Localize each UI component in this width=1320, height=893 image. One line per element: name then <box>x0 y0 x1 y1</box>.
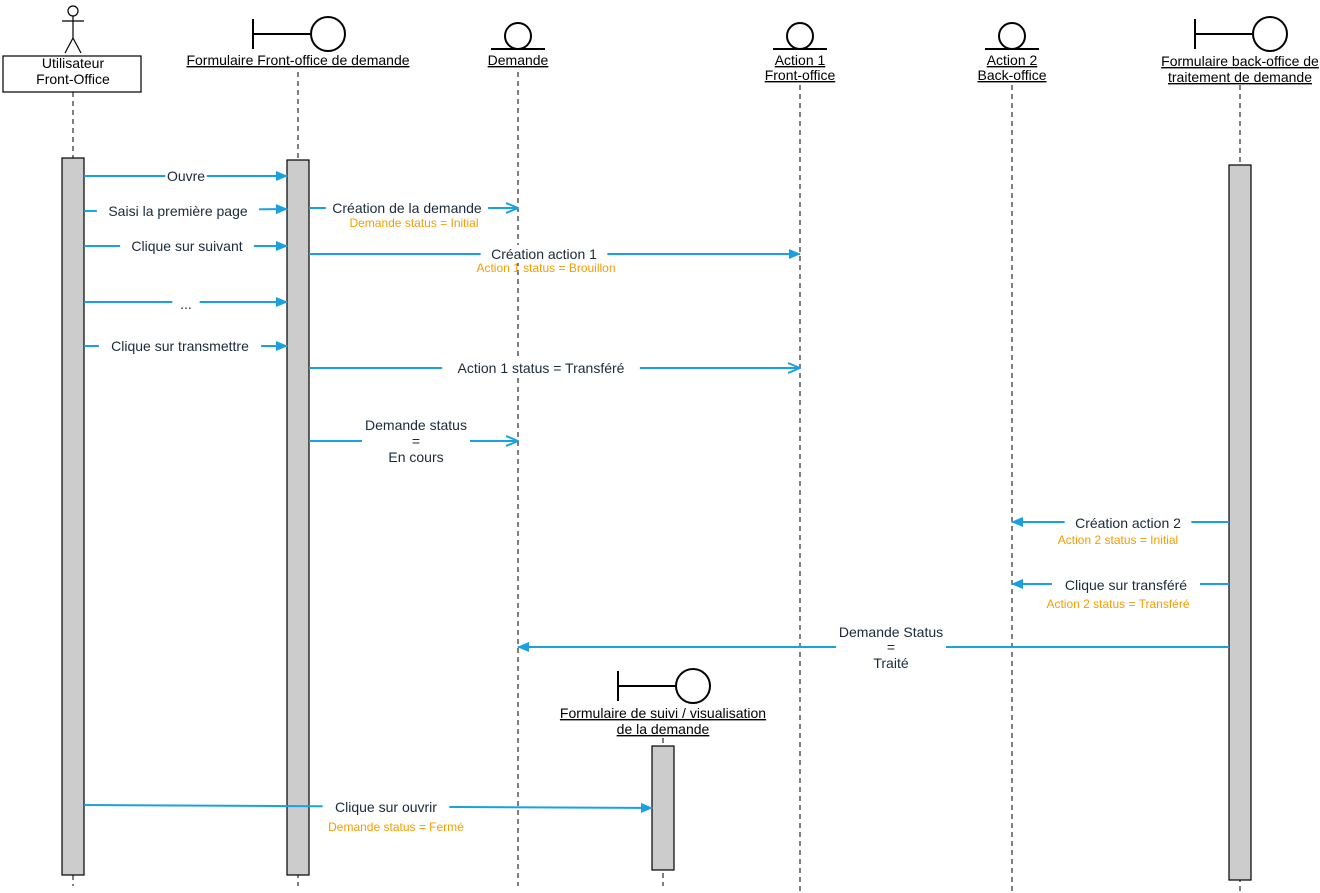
participant-form_front: Formulaire Front-office de demande <box>186 16 410 68</box>
participant-name: Formulaire Front-office de demande <box>186 52 409 68</box>
message-label: Création action 1 <box>491 246 597 262</box>
participant-name: Front-Office <box>36 71 110 87</box>
message-label: = <box>412 433 420 449</box>
message-status-note: Demande status = Fermé <box>328 820 464 834</box>
message-label: Création de la demande <box>332 200 482 216</box>
message-label-background <box>120 237 254 255</box>
message-m-transmettre: Clique sur transmettre <box>84 337 288 355</box>
message-m-demande-traite: Demande Status=Traité <box>517 624 1229 671</box>
entity-circle <box>998 22 1026 50</box>
message-m-ellipsis: ... <box>84 293 288 312</box>
boundary-circle <box>675 668 711 704</box>
message-label-background <box>165 167 207 185</box>
boundary-icon <box>252 16 346 52</box>
participant-name: Formulaire back-office de <box>1161 53 1319 69</box>
message-label-background <box>1064 513 1192 531</box>
message-label: Action 1 status = Transféré <box>458 360 625 376</box>
message-m-action1-transfere: Action 1 status = Transféré <box>309 359 800 377</box>
activation-bar-user <box>61 157 85 876</box>
message-label-background <box>480 245 608 263</box>
message-status-note: Action 2 status = Transféré <box>1046 597 1189 611</box>
message-label: Demande status <box>365 417 467 433</box>
message-label: Clique sur suivant <box>131 238 242 254</box>
participant-name: Action 1 <box>775 52 826 68</box>
actor-name-box <box>2 55 142 93</box>
message-label-background <box>362 436 470 446</box>
message-m-ouvre: Ouvre <box>84 167 288 185</box>
entity-icon <box>773 22 827 50</box>
entity-circle <box>504 22 532 50</box>
actor-leg-right <box>72 37 82 54</box>
actor-icon <box>62 5 84 54</box>
message-label: En cours <box>388 449 443 465</box>
message-m-creation-action2: Création action 2 Action 2 status = Initi… <box>1011 513 1229 547</box>
message-label-background <box>98 337 262 355</box>
boundary-icon <box>617 668 711 704</box>
participant-name: Formulaire de suivi / visualisation <box>560 705 766 721</box>
message-label-background <box>836 642 946 652</box>
activations-layer <box>61 157 1252 881</box>
message-label: ... <box>180 296 192 312</box>
participant-name: Demande <box>488 52 549 68</box>
boundary-circle <box>310 16 346 52</box>
message-label: Clique sur transféré <box>1065 577 1187 593</box>
boundary-circle <box>1252 16 1288 52</box>
message-label-background <box>442 359 640 377</box>
actor-head <box>67 5 79 17</box>
message-label: Clique sur ouvrir <box>335 799 437 815</box>
message-label-background <box>1052 575 1200 593</box>
entity-icon <box>491 22 545 50</box>
message-label-background <box>325 199 489 217</box>
message-status-note: Action 1 status = Brouillon <box>476 261 615 275</box>
message-m-demande-encours: Demande status=En cours <box>309 417 518 465</box>
activation-bar-form_front <box>286 159 310 876</box>
participant-name: Utilisateur <box>42 55 105 71</box>
message-m-suivant: Clique sur suivant <box>84 237 288 255</box>
message-m-saisi: Saisi la première page <box>83 201 288 219</box>
actor-leg-left <box>64 37 74 54</box>
boundary-icon <box>1194 16 1288 52</box>
message-label-background <box>96 201 260 219</box>
activation-bar-form_suivi <box>651 745 675 871</box>
message-label: Traité <box>873 655 908 671</box>
message-label: Création action 2 <box>1075 515 1181 531</box>
activation-bar-form_back <box>1228 164 1252 881</box>
message-label: Demande Status <box>839 624 943 640</box>
participant-name: Front-office <box>765 67 836 83</box>
entity-icon <box>985 22 1039 50</box>
message-label-background <box>172 293 200 311</box>
message-label-background <box>322 797 450 816</box>
message-label: Saisi la première page <box>108 203 248 219</box>
entity-circle <box>786 22 814 50</box>
participant-demande: Demande <box>488 22 549 68</box>
message-status-note: Action 2 status = Initial <box>1058 533 1178 547</box>
message-label: Clique sur transmettre <box>111 338 249 354</box>
message-status-note: Demande status = Initial <box>349 216 478 230</box>
participant-name: Action 2 <box>987 52 1038 68</box>
participant-name: traitement de demande <box>1168 69 1312 85</box>
message-label: Ouvre <box>167 168 205 184</box>
participant-name: Back-office <box>978 67 1047 83</box>
message-label: = <box>887 639 895 655</box>
participant-name: de la demande <box>617 721 710 737</box>
